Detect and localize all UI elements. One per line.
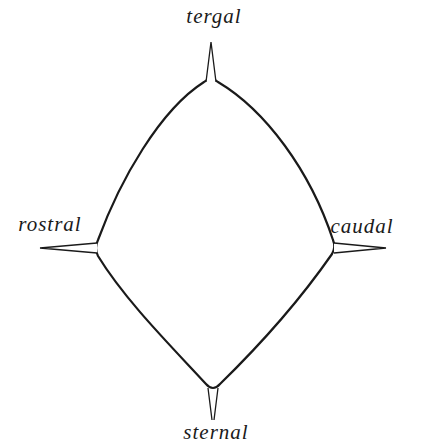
tergal-label: tergal [186,4,241,29]
tergal-spine [206,42,216,82]
sternal-label: sternal [183,420,248,445]
caudal-spine [334,243,386,253]
caudal-label: caudal [330,214,393,239]
rostral-label: rostral [18,212,81,237]
sternal-spine [208,388,218,420]
rostral-spine [40,243,97,253]
body-outline [96,79,334,388]
